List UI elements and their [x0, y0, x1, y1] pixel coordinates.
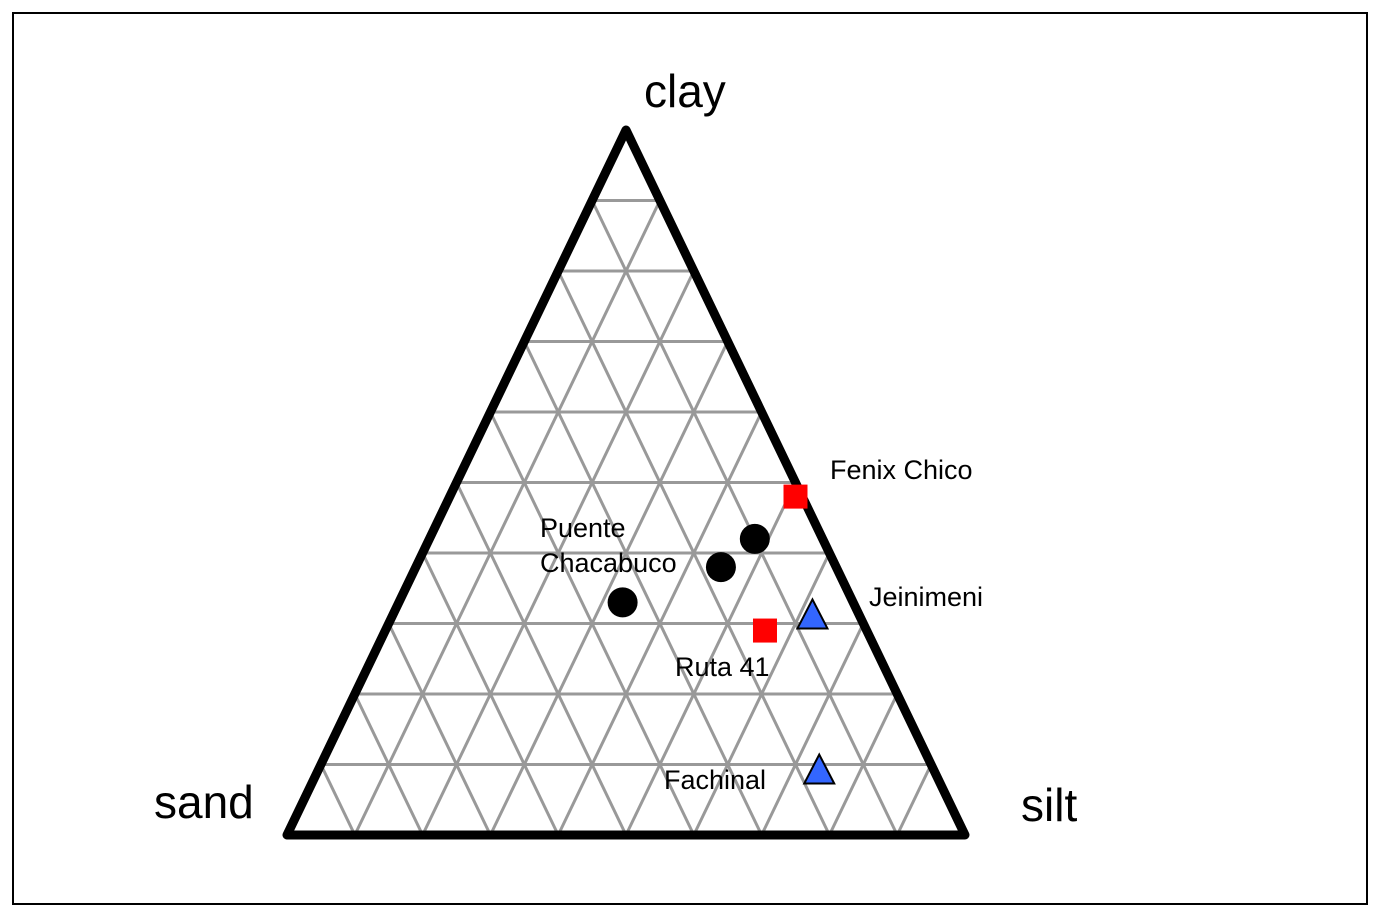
point-jeinimeni [795, 597, 830, 630]
axis-label-clay: clay [644, 65, 726, 117]
label-jeinimeni: Jeinimeni [869, 582, 984, 612]
grid-line-silt [489, 340, 730, 836]
grid-line-silt [828, 693, 899, 836]
data-points [607, 484, 836, 785]
axis-label-silt: silt [1021, 779, 1078, 831]
label-ruta-41: Ruta 41 [675, 652, 770, 682]
label-fenix-chico: Fenix Chico [830, 455, 973, 485]
triangle-outline [282, 125, 970, 840]
axis-label-sand: sand [154, 776, 254, 828]
plot-frame [12, 12, 1368, 905]
label-fachinal: Fachinal [664, 765, 767, 795]
point-fenix-chico [783, 484, 808, 509]
grid-line-sand [590, 199, 899, 836]
grid-line-sand [319, 763, 357, 836]
label-puente: Puente [540, 513, 626, 543]
grid-line-sand [421, 552, 560, 836]
grid-line-sand [522, 340, 763, 836]
point-ruta-41 [752, 618, 777, 643]
grid-line-silt [692, 552, 831, 836]
point-puente-chacabuco [607, 587, 638, 618]
label-chacabuco: Chacabuco [540, 548, 677, 578]
grid [319, 199, 933, 836]
grid-line-sand [455, 481, 628, 836]
grid-line-sand [387, 622, 492, 836]
grid-line-silt [353, 199, 662, 836]
point-puente-chacabuco [705, 552, 736, 583]
point-fachinal [802, 752, 836, 785]
point-puente-chacabuco [739, 523, 770, 554]
grid-line-sand [353, 693, 424, 836]
grid-line-silt [760, 622, 865, 836]
grid-line-silt [895, 763, 933, 836]
